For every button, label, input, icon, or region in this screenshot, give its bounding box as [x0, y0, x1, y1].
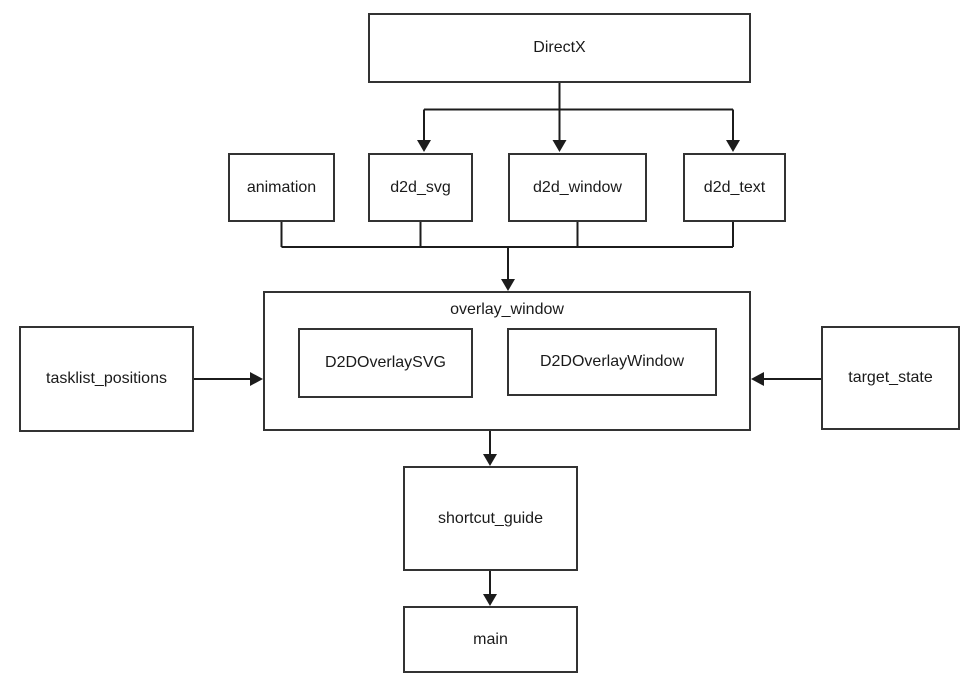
node-target-state-label: target_state [848, 369, 933, 387]
node-d2d-overlay-svg: D2DOverlaySVG [298, 328, 473, 398]
node-d2d-overlay-window: D2DOverlayWindow [507, 328, 717, 396]
node-d2d-svg-label: d2d_svg [390, 178, 451, 196]
arrowhead-into-shortcut-guide [483, 454, 497, 466]
arrowhead-into-d2d-svg [417, 140, 431, 152]
arrowhead-into-d2d-window [552, 140, 567, 152]
edge-overlay-to-shortcut-guide [483, 431, 497, 466]
node-d2d-window-label: d2d_window [533, 178, 622, 196]
node-main: main [403, 606, 578, 673]
node-d2d-window: d2d_window [508, 153, 647, 222]
node-shortcut-guide: shortcut_guide [403, 466, 578, 571]
node-d2d-overlay-window-label: D2DOverlayWindow [539, 353, 685, 371]
arrowhead-into-d2d-text [726, 140, 740, 152]
node-shortcut-guide-label: shortcut_guide [438, 509, 543, 527]
node-d2d-svg: d2d_svg [368, 153, 473, 222]
edge-tasklist-to-overlay [194, 372, 263, 386]
edge-shortcut-guide-to-main [483, 571, 497, 606]
node-animation-label: animation [246, 178, 317, 196]
node-directx-label: DirectX [533, 39, 586, 57]
node-main-label: main [473, 630, 508, 648]
edge-row2-to-overlay-window [280, 222, 734, 291]
edge-target-state-to-overlay [751, 372, 821, 386]
arrowhead-tasklist [250, 372, 263, 386]
arrowhead-into-overlay-window [501, 279, 515, 291]
node-tasklist-positions-label: tasklist_positions [46, 370, 167, 388]
arrowhead-target-state [751, 372, 764, 386]
node-overlay-window-label: overlay_window [450, 301, 564, 318]
node-d2d-text-label: d2d_text [703, 178, 766, 196]
edge-directx-to-children [417, 83, 740, 152]
node-directx: DirectX [368, 13, 751, 83]
arrowhead-into-main [483, 594, 497, 606]
node-d2d-text: d2d_text [683, 153, 786, 222]
node-animation: animation [228, 153, 335, 222]
node-d2d-overlay-svg-label: D2DOverlaySVG [325, 354, 446, 372]
node-overlay-window: overlay_window D2DOverlaySVG D2DOverlayW… [263, 291, 751, 431]
node-tasklist-positions: tasklist_positions [19, 326, 194, 432]
node-target-state: target_state [821, 326, 960, 430]
